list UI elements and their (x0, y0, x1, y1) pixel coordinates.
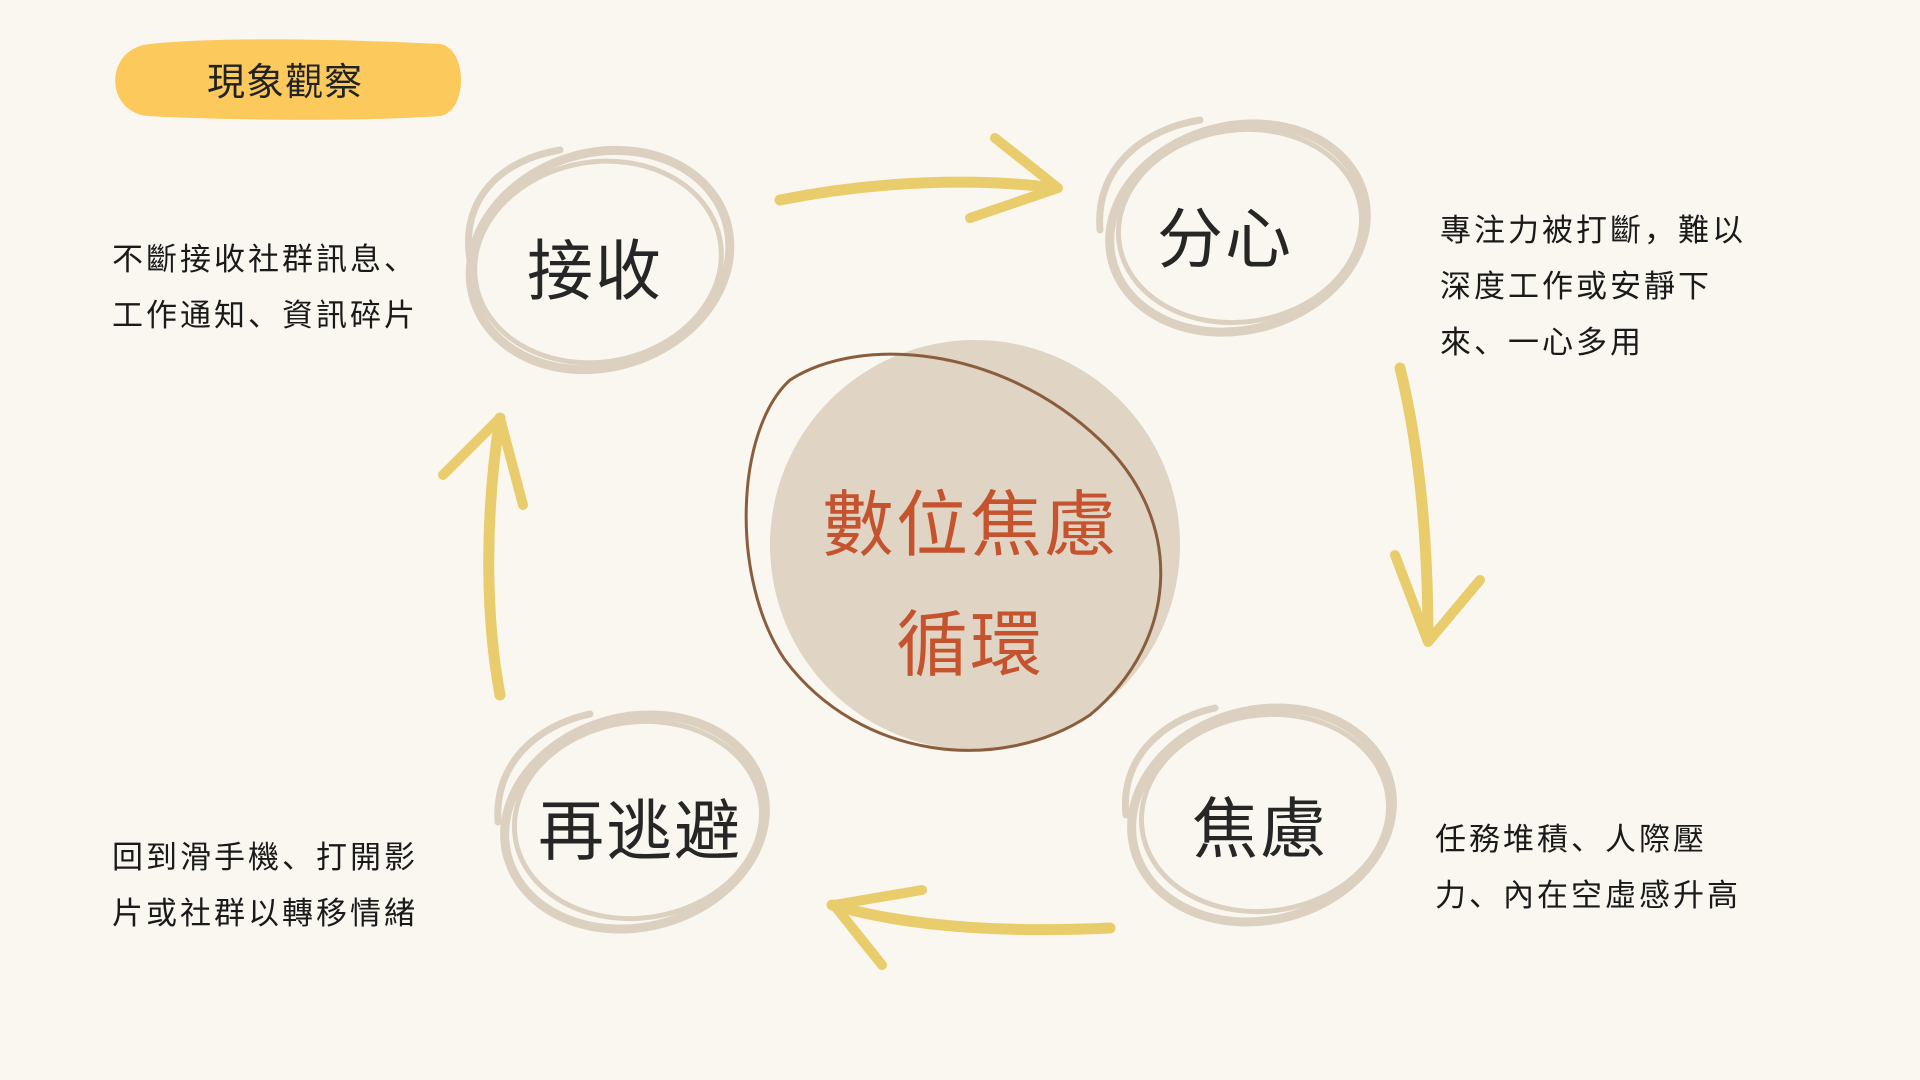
arrow-distract-to-anxiety (1390, 362, 1485, 647)
node-receive-label: 接收 (527, 233, 663, 310)
description-line: 片或社群以轉移情緒 (112, 896, 418, 932)
receive-ring (465, 145, 735, 375)
node-anxiety-description: 任務堆積、人際壓 力、內在空虛感升高 (1435, 812, 1741, 924)
description-line: 任務堆積、人際壓 (1435, 822, 1707, 858)
arrow-receive-to-distract (774, 133, 1063, 223)
description-line: 專注力被打斷，難以 (1440, 213, 1746, 249)
badge-background (115, 39, 461, 120)
description-line: 來、一心多用 (1440, 325, 1644, 361)
description-line: 回到滑手機、打開影 (112, 840, 418, 876)
description-line: 不斷接收社群訊息、 (112, 242, 418, 278)
node-escape-description: 回到滑手機、打開影 片或社群以轉移情緒 (112, 830, 418, 942)
anxiety-ring (1121, 703, 1397, 927)
arrow-anxiety-to-escape (826, 885, 1116, 970)
center-blob (770, 340, 1180, 750)
arrow-escape-to-receive (438, 412, 528, 701)
center-title-line2: 循環 (895, 603, 1044, 687)
escape-ring (494, 710, 770, 934)
section-badge: 現象觀察 (206, 60, 363, 104)
center-title-line1: 數位焦慮 (821, 483, 1118, 567)
node-anxiety-label: 焦慮 (1192, 791, 1328, 868)
description-line: 工作通知、資訊碎片 (112, 298, 418, 334)
node-distract-label: 分心 (1157, 201, 1293, 278)
description-line: 深度工作或安靜下 (1440, 269, 1712, 305)
node-escape-label: 再逃避 (538, 793, 742, 870)
node-receive-description: 不斷接收社群訊息、 工作通知、資訊碎片 (112, 232, 418, 344)
distract-ring (1096, 116, 1371, 337)
center-outline (744, 352, 1163, 752)
node-distract-description: 專注力被打斷，難以 深度工作或安靜下 來、一心多用 (1440, 203, 1746, 371)
description-line: 力、內在空虛感升高 (1435, 878, 1741, 914)
